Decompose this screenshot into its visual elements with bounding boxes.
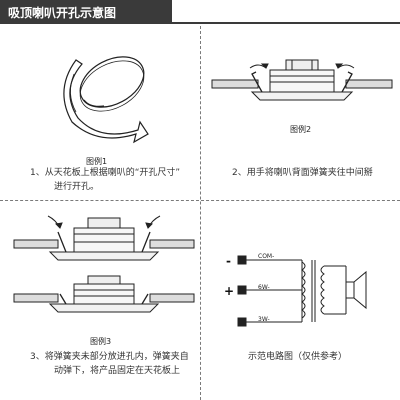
ceiling-board-left bbox=[211, 79, 259, 89]
cut-circle-icon bbox=[79, 56, 145, 112]
header-bar bbox=[0, 0, 172, 24]
rotate-arrow-icon bbox=[63, 59, 149, 144]
page-title: 吸顶喇叭开孔示意图 bbox=[8, 6, 117, 20]
fig3-caption: 图例3 bbox=[90, 337, 112, 346]
fig4-caption: 示范电路图（仅供参考） bbox=[248, 352, 348, 362]
loudspeaker-icon bbox=[345, 270, 367, 310]
terminal-6w-label: 6W- bbox=[258, 284, 270, 291]
fig1-step-text-1: 1、从天花板上根据喇叭的“开孔尺寸” bbox=[30, 168, 181, 178]
fig1-illustration bbox=[63, 56, 149, 144]
terminal-3w bbox=[237, 317, 247, 327]
terminal-6w bbox=[237, 285, 247, 295]
spring-clip-arrow-icon bbox=[249, 63, 355, 69]
header: 吸顶喇叭开孔示意图 bbox=[0, 0, 400, 24]
fig2-step-text-1: 2、用手将喇叭背面弹簧夹往中间掰 bbox=[232, 168, 373, 178]
fig3-step-text-2: 动弹下，将产品固定在天花板上 bbox=[54, 366, 181, 376]
fig1-step-text-2: 进行开孔。 bbox=[54, 182, 100, 192]
fig3-illustration-bottom bbox=[13, 275, 195, 313]
fig3-illustration-top bbox=[13, 215, 195, 261]
terminal-com bbox=[237, 255, 247, 265]
terminal-com-label: COM- bbox=[258, 253, 275, 260]
fig2-illustration bbox=[211, 59, 393, 101]
minus-sign: - bbox=[226, 254, 231, 268]
header-rule bbox=[172, 22, 400, 24]
terminal-3w-label: 3W- bbox=[258, 316, 270, 323]
fig1-caption: 图例1 bbox=[86, 157, 108, 166]
fig2-caption: 图例2 bbox=[290, 125, 312, 134]
vertical-divider bbox=[200, 26, 201, 400]
transformer-icon bbox=[301, 260, 347, 322]
fig3-step-text-1: 3、将弹簧夹未部分放进孔内，弹簧夹自 bbox=[30, 352, 189, 362]
plus-sign: + bbox=[224, 284, 235, 298]
spring-clip-arrow-icon bbox=[47, 215, 161, 229]
fig4-circuit bbox=[237, 255, 367, 327]
ceiling-board-right bbox=[345, 79, 393, 89]
